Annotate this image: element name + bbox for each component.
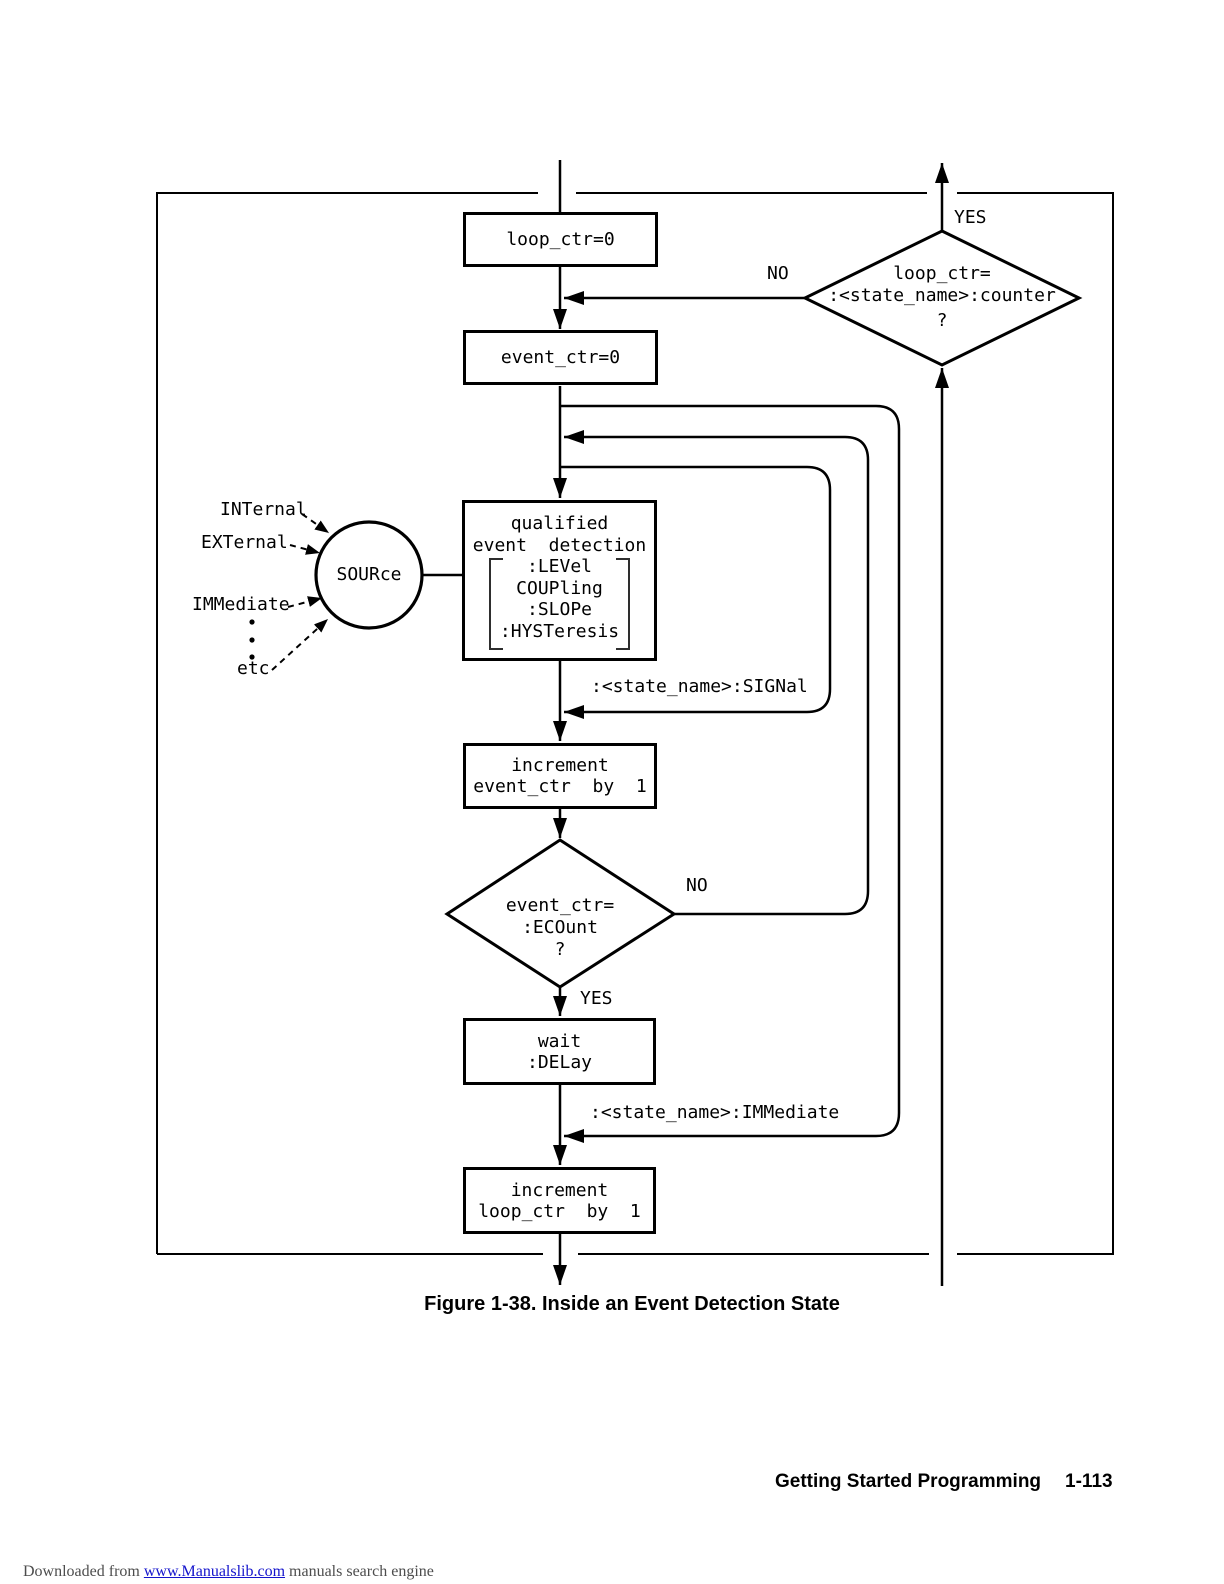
source-input-internal: INTernal: [220, 499, 307, 520]
footer-page-number: 1-113: [1065, 1471, 1113, 1492]
ellipsis-dots: [249, 619, 255, 660]
loop-counter-yes-label: YES: [954, 207, 987, 228]
loop-counter-no-label: NO: [767, 263, 789, 284]
qualified-param-coupling: COUPling: [516, 577, 603, 599]
loop-ctr-init-label: loop_ctr=0: [506, 229, 615, 250]
source-circle-label: SOURce: [336, 564, 402, 585]
event-ctr-init-label: event_ctr=0: [500, 347, 621, 368]
increment-loop-line2: loop_ctr by 1: [478, 1200, 641, 1222]
event-count-diamond: [444, 838, 677, 989]
footer-section-title: Getting Started Programming: [775, 1471, 1042, 1492]
source-input-arrows: [271, 513, 330, 671]
event-count-yes-label: YES: [580, 988, 613, 1009]
increment-event-line2: event_ctr by 1: [473, 776, 647, 797]
loop-counter-decision-line2: :<state_name>:counter: [828, 285, 1056, 306]
signal-edge-label: :<state_name>:SIGNal: [591, 676, 808, 697]
right-bracket: [616, 558, 630, 650]
wait-delay-line1: wait: [537, 1030, 582, 1052]
watermark: Downloaded from www.Manualslib.com manua…: [7, 1545, 434, 1584]
qualified-param-level: :LEVel: [526, 556, 593, 577]
flow-arrows: [553, 163, 949, 1286]
figure-caption: Figure 1-38. Inside an Event Detection S…: [424, 1293, 840, 1315]
page-footer: Getting Started Programming 1-113: [775, 1471, 1113, 1493]
increment-event-line1: increment: [511, 755, 609, 776]
process-box-increment-loop-ctr: increment loop_ctr by 1: [463, 1167, 656, 1234]
source-input-immediate: IMMediate: [192, 594, 290, 615]
state-border: [156, 192, 1114, 1255]
event-count-decision-line3: ?: [554, 939, 566, 960]
process-box-loop-ctr-init: loop_ctr=0: [463, 212, 658, 267]
immediate-edge-label: :<state_name>:IMMediate: [590, 1102, 840, 1123]
loop-counter-diamond: [801, 229, 1083, 367]
left-bracket: [489, 558, 503, 650]
loop-counter-decision-line3: ?: [936, 310, 948, 331]
qualified-param-slope: :SLOPe: [526, 599, 593, 620]
source-input-etc: etc: [237, 658, 270, 679]
source-input-external: EXTernal: [201, 532, 288, 553]
manualslib-link[interactable]: www.Manualslib.com: [143, 1563, 286, 1580]
watermark-suffix: manuals search engine: [285, 1563, 434, 1580]
wait-delay-line2: :DELay: [526, 1051, 593, 1073]
event-count-decision-line1: event_ctr=: [505, 895, 615, 916]
event-count-no-label: NO: [686, 875, 708, 896]
qualified-title-line2: event detection: [472, 534, 647, 556]
watermark-prefix: Downloaded from: [23, 1563, 144, 1580]
process-box-increment-event-ctr: increment event_ctr by 1: [463, 743, 657, 809]
increment-loop-line1: increment: [510, 1179, 609, 1201]
event-count-decision-line2: :ECOunt: [522, 917, 598, 938]
decision-shapes: [444, 229, 1083, 989]
process-box-wait-delay: wait :DELay: [463, 1018, 656, 1085]
loop-counter-decision-line1: loop_ctr=: [893, 263, 991, 284]
process-box-event-ctr-init: event_ctr=0: [463, 330, 658, 385]
source-circle-shape: [314, 520, 424, 630]
process-box-qualified-detection: qualified event detection :LEVel COUPlin…: [462, 500, 657, 661]
qualified-param-hysteresis: :HYSTeresis: [499, 620, 620, 642]
qualified-title-line1: qualified: [510, 513, 609, 534]
flow-lines: [422, 160, 562, 577]
